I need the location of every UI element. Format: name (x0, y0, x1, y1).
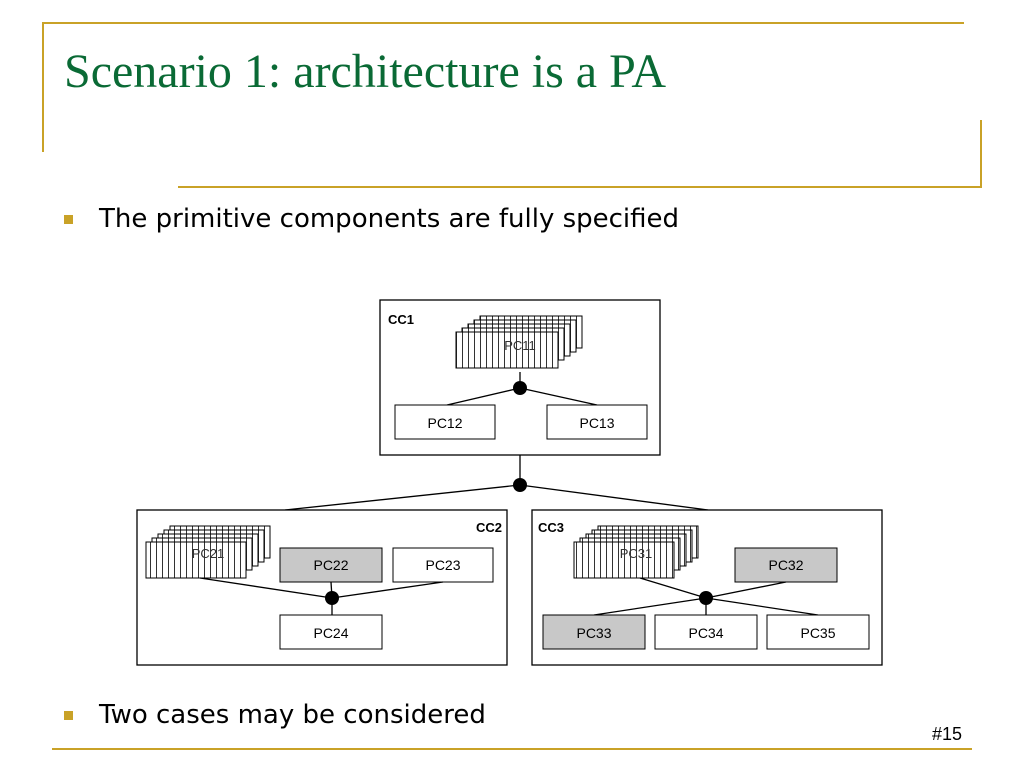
connectors-top-level (284, 455, 709, 511)
frame-line-footer (52, 748, 972, 750)
pc23-box (392, 547, 494, 583)
pc32-label: PC32 (768, 557, 803, 573)
pc21-label: PC21 (192, 546, 225, 561)
junction-dot (513, 381, 527, 395)
cc3-label: CC3 (538, 520, 564, 535)
pc13-label: PC13 (579, 415, 614, 431)
pc33-box (542, 614, 646, 650)
pc35-box (766, 614, 870, 650)
bullet-item-2: Two cases may be considered (64, 700, 486, 730)
pc32-box (734, 547, 838, 583)
bullet-text: Two cases may be considered (99, 700, 486, 730)
pc13-box (546, 404, 648, 440)
slide-number: #15 (931, 724, 962, 744)
junction-dot (325, 591, 339, 605)
junction-dot (513, 478, 527, 492)
cc2-container: CC2 PC21 PC22 PC23 PC24 (136, 509, 508, 666)
pc24-label: PC24 (313, 625, 348, 641)
slide-title: Scenario 1: architecture is a PA (64, 45, 667, 98)
pc31-multi-component: PC31 (573, 525, 699, 579)
cc1-label: CC1 (388, 312, 414, 327)
cc3-container: CC3 PC31 PC32 PC33 PC34 PC35 (531, 509, 883, 666)
pc23-label: PC23 (425, 557, 460, 573)
bullet-item-1: The primitive components are fully speci… (64, 204, 679, 234)
cc1-container: CC1 PC11 PC12 PC13 (379, 299, 661, 456)
pc34-label: PC34 (688, 625, 723, 641)
pc11-multi-component: PC11 (455, 315, 583, 369)
pc24-box (279, 614, 383, 650)
bullet-text: The primitive components are fully speci… (99, 204, 680, 234)
pc12-label: PC12 (427, 415, 462, 431)
frame-line-top (42, 22, 964, 24)
pc34-box (654, 614, 758, 650)
junction-dot (699, 591, 713, 605)
bullet-square-icon (64, 214, 73, 224)
pc22-label: PC22 (313, 557, 348, 573)
pc33-label: PC33 (576, 625, 611, 641)
bullet-square-icon (64, 710, 73, 720)
frame-line-right (980, 120, 982, 188)
frame-line-left (42, 22, 44, 152)
frame-line-title-bottom (178, 186, 982, 188)
pc21-multi-component: PC21 (145, 525, 271, 579)
cc2-label: CC2 (476, 520, 502, 535)
pc35-label: PC35 (800, 625, 835, 641)
pc12-box (394, 404, 496, 440)
pc11-label: PC11 (504, 338, 536, 353)
pc31-label: PC31 (620, 546, 653, 561)
pc22-box (279, 547, 383, 583)
